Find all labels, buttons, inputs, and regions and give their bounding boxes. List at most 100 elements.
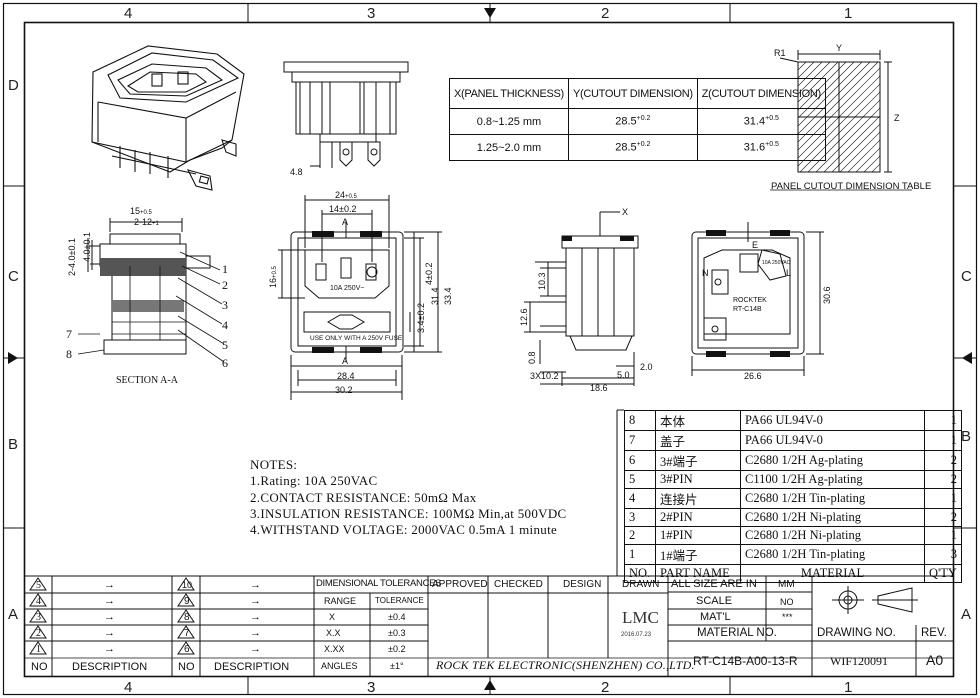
front-fuse-text: USE ONLY WITH A 250V FUSE bbox=[310, 335, 403, 342]
tolerance-col-tol: TOLERANCE bbox=[375, 596, 424, 605]
rev-arrow: → bbox=[104, 579, 115, 591]
front-section-mark-bottom: A bbox=[342, 356, 349, 366]
tolerance-value: ±0.4 bbox=[388, 612, 406, 622]
side-dim-0-8: 0.8 bbox=[527, 351, 537, 364]
rev-value: A0 bbox=[926, 652, 944, 668]
tolerance-range: X.X bbox=[326, 628, 341, 638]
cutout-row2-z: 31.6+0.5 bbox=[696, 134, 826, 161]
rev-label: REV. bbox=[921, 627, 947, 639]
rear-brand: ROCKTEK bbox=[733, 297, 767, 304]
front-dim-4: 4±0.2 bbox=[424, 262, 434, 285]
rev-left-3: 3 bbox=[36, 612, 41, 623]
callout-1: 1 bbox=[222, 262, 228, 276]
section-title: SECTION A-A bbox=[116, 375, 178, 386]
cutout-label-r: R1 bbox=[774, 48, 786, 58]
side-dim-3x10-2: 3X10.2 bbox=[530, 371, 559, 381]
zone-bottom-1: 1 bbox=[844, 679, 853, 696]
bom-no: 6 bbox=[624, 450, 656, 471]
bom-header-material: MATERIAL bbox=[740, 564, 925, 583]
cutout-header-x: X(PANEL THICKNESS) bbox=[449, 78, 569, 109]
callout-5: 5 bbox=[222, 338, 228, 352]
bom-qty: 2 bbox=[924, 470, 962, 489]
front-dim-3-4: 3.4±0.2 bbox=[416, 303, 426, 333]
rev-left-5: 1 bbox=[36, 644, 41, 655]
front-section-mark-top: A bbox=[342, 217, 349, 227]
bom-qty: 1 bbox=[924, 488, 962, 509]
rear-dim-30-6: 30.6 bbox=[822, 286, 832, 304]
bom-no: 5 bbox=[624, 470, 656, 489]
rev-arrow: → bbox=[250, 627, 261, 639]
side-dim-x: X bbox=[622, 207, 629, 217]
drawn-date: 2016.07.23 bbox=[621, 632, 652, 638]
bom-no: 8 bbox=[624, 410, 656, 431]
section-dim-2-4: 2-4.0±0.1 bbox=[67, 238, 77, 276]
company-name: ROCK TEK ELECTRONIC(SHENZHEN) CO.,LTD. bbox=[436, 658, 695, 672]
rev-col-no-left: NO bbox=[31, 661, 48, 673]
design-label: DESIGN bbox=[563, 579, 602, 590]
all-size-value: MM bbox=[778, 579, 795, 590]
checked-label: CHECKED bbox=[494, 579, 543, 590]
rev-right-3: 8 bbox=[184, 612, 190, 623]
projection-symbol bbox=[832, 586, 918, 614]
side-dim-18-6: 18.6 bbox=[590, 383, 608, 393]
zone-top-2: 2 bbox=[601, 5, 610, 22]
note-4: 4.WITHSTAND VOLTAGE: 2000VAC 0.5mA 1 min… bbox=[250, 522, 558, 538]
all-size-label: ALL SIZE ARE IN bbox=[671, 578, 757, 590]
rev-col-desc-left: DESCRIPTION bbox=[72, 661, 148, 673]
cutout-row1-x: 0.8~1.25 mm bbox=[449, 108, 569, 135]
bom-qty: 2 bbox=[924, 508, 962, 527]
tolerance-range: X bbox=[329, 612, 336, 622]
note-3: 3.INSULATION RESISTANCE: 100MΩ Min,at 50… bbox=[250, 505, 567, 521]
notes: NOTES: 1.Rating: 10A 250VAC 2.CONTACT RE… bbox=[250, 457, 567, 538]
bom-no: 1 bbox=[624, 544, 656, 565]
note-2: 2.CONTACT RESISTANCE: 50mΩ Max bbox=[250, 489, 477, 505]
tolerance-value: ±0.2 bbox=[388, 644, 406, 654]
material-no: RT-C14B-A00-13-R bbox=[693, 654, 798, 668]
rev-left-1: 5 bbox=[36, 580, 41, 591]
bom-part-name: 1#端子 bbox=[655, 544, 741, 565]
bom-no: 4 bbox=[624, 488, 656, 509]
rear-model: RT-C14B bbox=[733, 306, 762, 313]
rev-right-2: 9 bbox=[184, 596, 190, 607]
scale-label: SCALE bbox=[696, 595, 733, 607]
bom-material: PA66 UL94V-0 bbox=[740, 430, 925, 451]
material-no-label: MATERIAL NO. bbox=[697, 627, 777, 639]
side-dim-12-6: 12.6 bbox=[519, 308, 529, 326]
callout-7: 7 bbox=[66, 327, 72, 341]
front-dim-30-2: 30.2 bbox=[335, 385, 353, 395]
cutout-header-z: Z(CUTOUT DIMENSION) bbox=[696, 78, 826, 109]
rev-arrow: → bbox=[250, 579, 261, 591]
rear-label-e: E bbox=[752, 240, 759, 250]
cutout-label-z: Z bbox=[894, 113, 900, 123]
bom-no: 3 bbox=[624, 508, 656, 527]
bom-qty: 3 bbox=[924, 544, 962, 565]
bom-material: C2680 1/2H Ni-plating bbox=[740, 526, 925, 545]
callout-2: 2 bbox=[222, 278, 228, 292]
tolerance-range: X.XX bbox=[324, 644, 345, 654]
rev-left-4: 2 bbox=[36, 628, 41, 639]
bom-qty: 2 bbox=[924, 450, 962, 471]
front-dim-33-4: 33.4 bbox=[443, 287, 453, 305]
tolerance-title: DIMENSIONAL TOLERANCES bbox=[316, 578, 442, 589]
bom-qty: 1 bbox=[924, 410, 962, 431]
cutout-label-y: Y bbox=[836, 43, 843, 53]
matl-label: MAT'L bbox=[700, 611, 731, 623]
cutout-row1-y: 28.5+0.2 bbox=[567, 108, 698, 135]
section-dim-4: 4.0±0.1 bbox=[82, 232, 92, 262]
side-dim-2-0: 2.0 bbox=[640, 362, 653, 372]
zone-bottom-3: 3 bbox=[367, 679, 376, 696]
front-dim-24: 24+0.5 bbox=[335, 190, 357, 200]
front-rating-text: 10A 250V~ bbox=[330, 285, 365, 292]
rev-arrow: → bbox=[104, 611, 115, 623]
bom-part-name: 本体 bbox=[655, 410, 741, 431]
section-dim-2-12: 2-12+1 bbox=[134, 217, 159, 227]
front-dim-31-4: 31.4 bbox=[430, 287, 440, 305]
rev-arrow: → bbox=[250, 611, 261, 623]
note-1: 1.Rating: 10A 250VAC bbox=[250, 473, 378, 489]
bom-material: C2680 1/2H Ni-plating bbox=[740, 508, 925, 527]
